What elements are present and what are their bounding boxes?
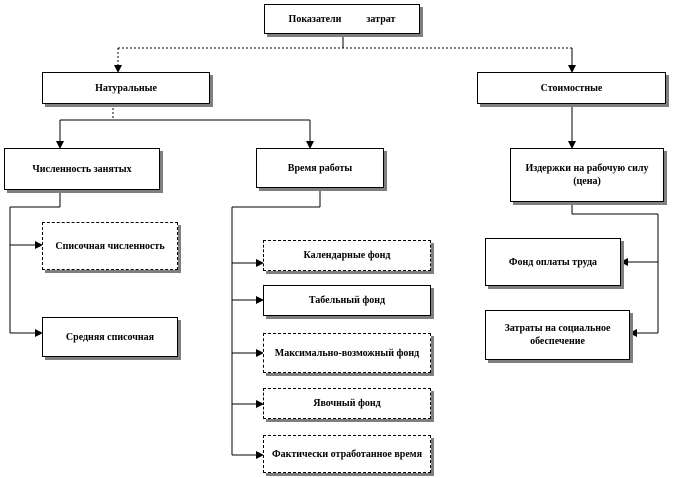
worktime-item-label: Фактически отработанное время: [271, 448, 422, 460]
labor-cost-item-box: Фонд оплаты труда: [485, 238, 621, 286]
worktime-box: Время работы: [256, 148, 384, 188]
labor-cost-box: Издержки на рабочую силу (цена): [510, 148, 664, 202]
headcount-box: Численность занятых: [4, 148, 160, 190]
headcount-item-box: Средняя списочная: [42, 317, 178, 357]
worktime-item-box: Фактически отработанное время: [263, 435, 431, 473]
headcount-item-box: Списочная численность: [42, 222, 178, 270]
worktime-item-box: Календарные фонд: [263, 240, 431, 271]
worktime-item-label: Календарные фонд: [303, 250, 391, 261]
worktime-item-box: Максимально-возможный фонд: [263, 333, 431, 373]
root-box: Показатели затрат: [264, 4, 420, 34]
headcount-item-label: Списочная численность: [55, 240, 165, 252]
labor-cost-item-box: Затраты на социальное обеспечение: [485, 310, 630, 360]
headcount-label: Численность занятых: [32, 163, 132, 175]
worktime-item-box: Явочный фонд: [263, 388, 431, 419]
cost-box: Стоимостные: [477, 72, 666, 104]
labor-cost-item-label: Затраты на социальное обеспечение: [504, 323, 611, 347]
worktime-label: Время работы: [287, 162, 353, 174]
worktime-item-label: Табельный фонд: [308, 295, 386, 306]
headcount-item-label: Средняя списочная: [65, 331, 155, 343]
worktime-item-label: Явочный фонд: [313, 398, 381, 409]
natural-box: Натуральные: [42, 72, 210, 104]
cost-label: Стоимостные: [540, 82, 603, 94]
natural-label: Натуральные: [95, 82, 157, 94]
worktime-item-box: Табельный фонд: [263, 285, 431, 316]
labor-cost-item-label: Фонд оплаты труда: [508, 256, 598, 268]
labor-cost-label: Издержки на рабочую силу (цена): [525, 163, 649, 187]
root-label: Показатели затрат: [288, 13, 396, 25]
worktime-item-label: Максимально-возможный фонд: [274, 347, 420, 359]
